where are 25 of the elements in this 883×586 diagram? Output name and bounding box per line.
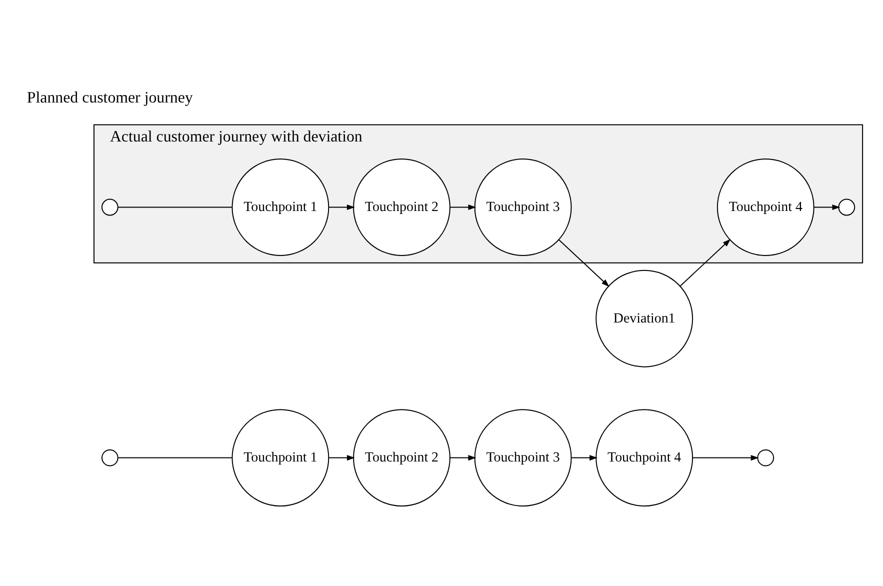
arrow (558, 238, 610, 286)
arrow (450, 454, 476, 460)
label: Planned customer journey (26, 89, 193, 106)
node-circle: Touchpoint 1 (232, 408, 330, 506)
node-circle: Touchpoint 3 (474, 158, 572, 256)
node-circle: Touchpoint 1 (232, 158, 330, 256)
arrow (328, 454, 355, 460)
node-circle (101, 448, 118, 466)
arrow (692, 454, 759, 460)
node-circle: Touchpoint 2 (353, 408, 450, 506)
node-circle: Deviation1 (596, 269, 694, 367)
node-circle: Touchpoint 4 (716, 158, 814, 256)
node-circle: Touchpoint 3 (474, 408, 572, 506)
arrow (328, 204, 355, 210)
arrow (680, 238, 731, 286)
connector (118, 456, 232, 458)
arrow (450, 204, 476, 210)
connector (118, 206, 232, 208)
node-circle (101, 198, 118, 216)
arrow (813, 204, 840, 210)
arrow (571, 454, 598, 460)
node-circle: Touchpoint 4 (596, 408, 694, 506)
node-circle: Touchpoint 2 (353, 158, 450, 256)
node-circle (838, 198, 856, 216)
node-circle (757, 448, 774, 466)
